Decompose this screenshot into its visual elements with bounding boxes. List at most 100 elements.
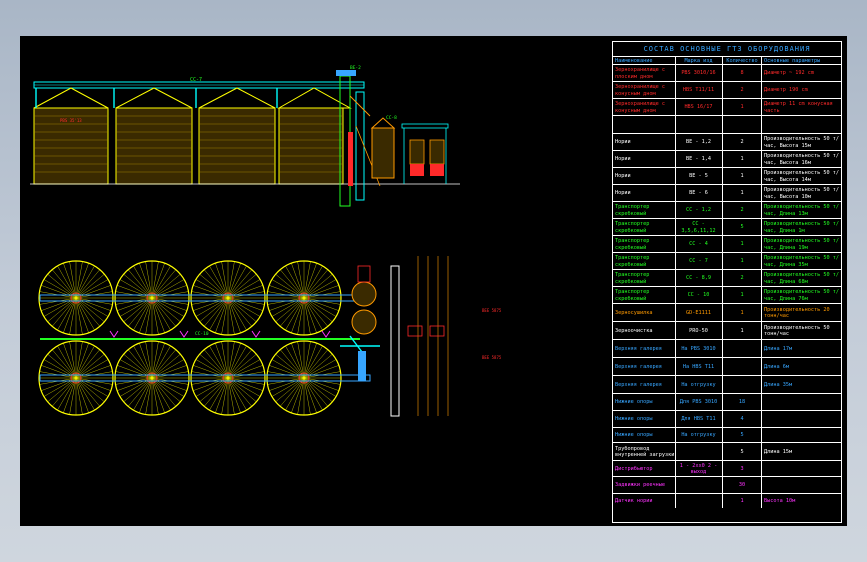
table-cell — [613, 116, 676, 134]
flat-bottom-silo — [198, 87, 276, 185]
table-cell: На HBS T11 — [675, 358, 723, 376]
table-cell: Производительность 50 т/час, Высота 14м — [764, 170, 839, 183]
table-cell: Длина 15м — [764, 448, 793, 455]
table-cell: СС - 10 — [675, 287, 723, 304]
table-cell: 1 — [723, 168, 762, 185]
table-cell: 1 — [723, 99, 762, 116]
equipment-spec-table: СОСТАВ ОСНОВНЫЕ ГТЗ ОБОРУДОВАНИЯ Наимено… — [612, 41, 842, 523]
table-cell: 3 — [723, 461, 762, 477]
flat-bottom-silo — [277, 87, 352, 185]
silo-plan-circle — [114, 260, 190, 336]
table-cell: 1 — [723, 151, 762, 168]
table-cell: Длина 6м — [764, 363, 789, 370]
silo-plan-circle — [190, 340, 266, 416]
table-cell: Транспортер скребковый — [613, 219, 676, 236]
table-cell: На отгрузку — [675, 376, 723, 394]
elevation-view: СС-7 PBS 35'13 — [30, 65, 460, 207]
cad-drawing: СС-7 PBS 35'13 — [30, 65, 502, 417]
table-cell: Зерноочистка — [613, 322, 676, 340]
table-cell: GD-E1111 — [675, 304, 723, 322]
elevator-label: ВЕ-2 — [350, 65, 361, 71]
table-cell — [675, 477, 723, 494]
table-cell — [675, 443, 723, 461]
table-cell: 1 — [723, 236, 762, 253]
table-cell: Диаметр 190 cm — [764, 87, 808, 94]
table-cell: На PBS 3010 — [675, 340, 723, 358]
table-cell: ВЕ - 1,4 — [675, 151, 723, 168]
table-cell: 8 — [723, 65, 762, 82]
table-cell: Транспортер скребковый — [613, 202, 676, 219]
table-cell: Нижние опоры — [613, 428, 676, 443]
table-cell: Нории — [613, 151, 676, 168]
table-cell: Производительность 50 т/час, Длина 1м — [764, 221, 839, 234]
table-cell: HBS 16/17 — [675, 99, 723, 116]
table-cell — [675, 116, 723, 134]
silo-plan-circle — [266, 260, 342, 336]
table-cell: ВЕ - 1,2 — [675, 134, 723, 151]
plan-view: СС-10 ВЕЕ 5875 ВЕЕ 5875 — [38, 256, 502, 417]
table-cell: Производительность 20 тонн/час — [764, 306, 830, 320]
table-cell: 2 — [723, 270, 762, 287]
table-cell — [762, 428, 843, 443]
table-cell: ВЕ - 6 — [675, 185, 723, 202]
table-cell: Верхняя галерея — [613, 340, 676, 358]
table-cell: 5 — [723, 443, 762, 461]
table-cell: Транспортер скребковый — [613, 270, 676, 287]
flat-bottom-silo — [115, 87, 193, 185]
table-row — [613, 115, 841, 134]
table-cell: Транспортер скребковый — [613, 253, 676, 270]
table-cell: Задвижки реечные — [613, 477, 676, 494]
table-cell: Трубопровод внутренней загрузки — [613, 443, 676, 461]
table-cell — [723, 358, 762, 376]
table-cell: Зернохранилище с конусным дном — [613, 99, 676, 116]
table-cell: Нории — [613, 185, 676, 202]
flat-bottom-silo: PBS 35'13 — [33, 87, 109, 185]
table-cell: 5 — [723, 219, 762, 236]
table-cell: СС - 3,5,6,11,12 — [675, 219, 723, 236]
table-cell: Производительность 50 тонн/час — [764, 324, 830, 338]
table-cell: 1 — [723, 322, 762, 340]
table-cell: Нижние опоры — [613, 394, 676, 411]
table-cell: Нории — [613, 134, 676, 151]
table-cell: СС - 4 — [675, 236, 723, 253]
table-cell: Датчик нории — [613, 494, 676, 508]
table-cell: Производительность 50 т/час, Длина 35м — [764, 255, 839, 268]
table-cell: Зерносушилка — [613, 304, 676, 322]
table-cell: Верхняя галерея — [613, 376, 676, 394]
table-cell: Производительность 50 т/час, Длина 68м — [764, 272, 839, 285]
table-header-cell: Количество — [723, 57, 762, 65]
table-cell: Зернохранилище с плоским дном — [613, 65, 676, 82]
table-cell: Производительность 50 т/час, Длина 19м — [764, 238, 839, 251]
table-cell: 18 — [723, 394, 762, 411]
table-cell — [675, 494, 723, 508]
table-cell: Длина 35м — [764, 381, 793, 388]
table-cell — [762, 116, 843, 134]
table-cell: Верхняя галерея — [613, 358, 676, 376]
cad-viewport[interactable]: СС-7 PBS 35'13 — [20, 36, 847, 526]
table-cell: Производительность 50 т/час, Высота 10м — [764, 187, 839, 200]
table-cell — [762, 394, 843, 411]
table-cell: Длина 17м — [764, 345, 793, 352]
table-cell: Нории — [613, 168, 676, 185]
table-cell: 1 - 2хх0 2 - выход — [675, 461, 723, 477]
table-cell: 2 — [723, 202, 762, 219]
silo-plan-circle — [190, 260, 266, 336]
table-cell: 1 — [723, 185, 762, 202]
table-cell: 1 — [723, 253, 762, 270]
silo-plan-circle — [38, 260, 114, 336]
